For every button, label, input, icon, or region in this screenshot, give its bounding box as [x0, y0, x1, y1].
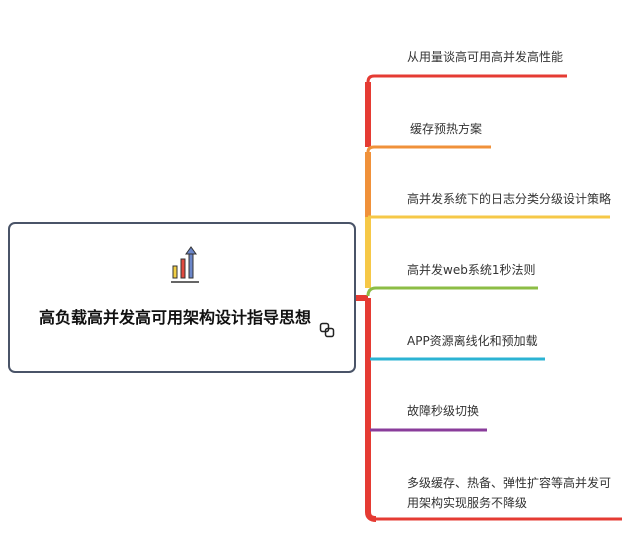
root-title: 高负载高并发高可用架构设计指导思想	[38, 308, 311, 327]
branch-node-6[interactable]: 故障秒级切换	[407, 404, 480, 418]
branch-node-2[interactable]: 缓存预热方案	[410, 122, 483, 136]
branch-node-4[interactable]: 高并发web系统1秒法则	[407, 263, 536, 277]
bar-chart-up-icon	[171, 246, 199, 283]
branch-node-3[interactable]: 高并发系统下的日志分类分级设计策略	[407, 192, 612, 206]
connector-branch-4	[366, 286, 538, 297]
branch-node-7[interactable]: 多级缓存、热备、弹性扩容等高并发可用架构实现服务不降级	[407, 476, 612, 510]
root-node[interactable]: 高负载高并发高可用架构设计指导思想	[8, 222, 356, 373]
branch-node-1[interactable]: 从用量谈高可用高并发高性能	[407, 50, 564, 64]
link-icon[interactable]	[319, 322, 335, 338]
connector-trunk-4	[365, 298, 377, 522]
branch-node-5[interactable]: APP资源离线化和预加载	[407, 334, 538, 348]
connector-branch-1	[366, 74, 567, 147]
connector-branch-2	[366, 145, 491, 217]
